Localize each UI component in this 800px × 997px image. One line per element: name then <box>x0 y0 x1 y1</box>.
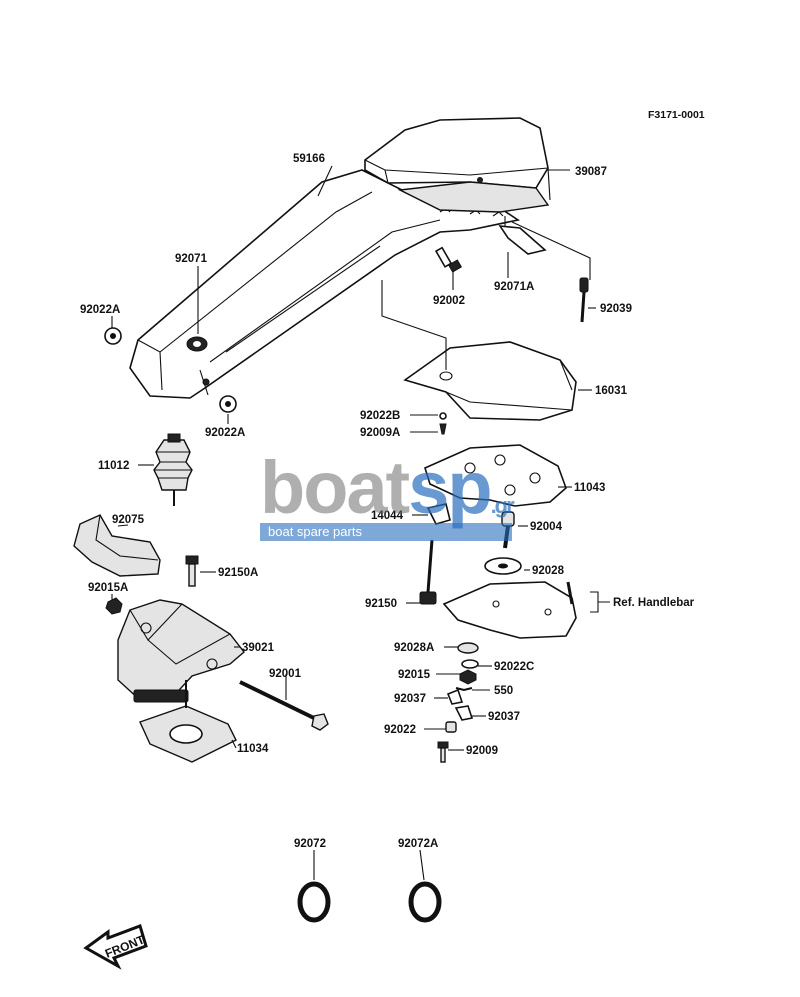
screw-92009-part <box>437 741 449 763</box>
screw-92009a-part <box>439 423 447 435</box>
label-92022: 92022 <box>384 724 416 736</box>
cover-16031-part <box>403 341 577 421</box>
watermark-brand-gray: boat <box>260 446 410 529</box>
handle-pole-part <box>129 169 521 399</box>
label-14044: 14044 <box>371 510 404 522</box>
label-92072: 92072 <box>294 838 326 850</box>
label-92015: 92015 <box>398 669 431 681</box>
label-16031: 16031 <box>595 385 628 397</box>
label-92075: 92075 <box>112 514 145 526</box>
washer-92022a-mid-part <box>219 395 237 413</box>
label-92015a: 92015A <box>88 582 128 594</box>
label-92002: 92002 <box>433 295 465 307</box>
washer-92022-part <box>445 721 457 733</box>
label-92022a-top: 92022A <box>80 304 120 316</box>
label-550: 550 <box>494 685 513 697</box>
boot-11012-part <box>153 433 193 506</box>
pin-92039-part <box>579 277 589 323</box>
bolt-92150-part <box>419 539 437 605</box>
label-92004: 92004 <box>530 521 563 533</box>
label-92022b: 92022B <box>360 410 400 422</box>
label-92039: 92039 <box>600 303 632 315</box>
label-92071a: 92071A <box>494 281 534 293</box>
watermark-logo: boatsp.gr <box>260 446 515 546</box>
bracket-39021-part <box>117 599 245 703</box>
watermark-tagline: boat spare parts <box>260 523 512 541</box>
collar-92037-right-part <box>454 705 474 721</box>
label-92022a-mid: 92022A <box>205 427 245 439</box>
nut-92015a-part <box>105 597 123 615</box>
washer-92028a-part <box>457 642 479 654</box>
spring-550-part <box>455 687 473 692</box>
label-92028: 92028 <box>532 565 565 577</box>
cover-92075-part <box>73 514 161 577</box>
washer-92022c-part <box>461 659 479 669</box>
label-92071: 92071 <box>175 253 208 265</box>
watermark-brand-blue: sp <box>408 446 492 529</box>
label-11012: 11012 <box>98 460 129 472</box>
nut-92015-part <box>459 669 477 685</box>
label-ref-handlebar: Ref. Handlebar <box>613 597 695 609</box>
handle-pad-part <box>364 117 551 213</box>
bolt-92150a-part <box>185 555 199 587</box>
washer-92022a-top-part <box>104 327 122 345</box>
clamp-92072-part <box>297 881 331 923</box>
handlebar-plate-part <box>442 581 577 639</box>
label-11034: 11034 <box>237 743 269 755</box>
label-92022c: 92022C <box>494 661 534 673</box>
label-92028a: 92028A <box>394 642 434 654</box>
label-39021: 39021 <box>242 642 275 654</box>
watermark-suffix: .gr <box>490 493 515 518</box>
clamp-92072a-part <box>408 881 442 923</box>
gasket-11034-part <box>139 680 237 763</box>
plate-11043-part <box>424 444 567 507</box>
label-59166: 59166 <box>293 153 325 165</box>
figure-code: F3171-0001 <box>648 109 705 121</box>
label-92150: 92150 <box>365 598 397 610</box>
part-labels: 59166 39087 92071 92022A 92002 92071A 92… <box>80 153 695 850</box>
label-11043: 11043 <box>574 482 605 494</box>
label-92150a: 92150A <box>218 567 258 579</box>
label-92009a: 92009A <box>360 427 400 439</box>
front-arrow: FRONT <box>83 924 148 970</box>
label-92072a: 92072A <box>398 838 438 850</box>
collar-92037-left-part <box>446 688 464 705</box>
bracket-92071a-part <box>498 225 547 255</box>
label-92001: 92001 <box>269 668 302 680</box>
leader-lines <box>111 165 610 881</box>
label-92009: 92009 <box>466 745 498 757</box>
bolt-92002-part <box>434 246 463 273</box>
label-92037-right: 92037 <box>488 711 520 723</box>
label-39087: 39087 <box>575 166 607 178</box>
washer-92022b-part <box>439 412 447 420</box>
label-92037-left: 92037 <box>394 693 426 705</box>
clip-14044-part <box>426 503 451 525</box>
bolt-92001-part <box>239 680 329 731</box>
